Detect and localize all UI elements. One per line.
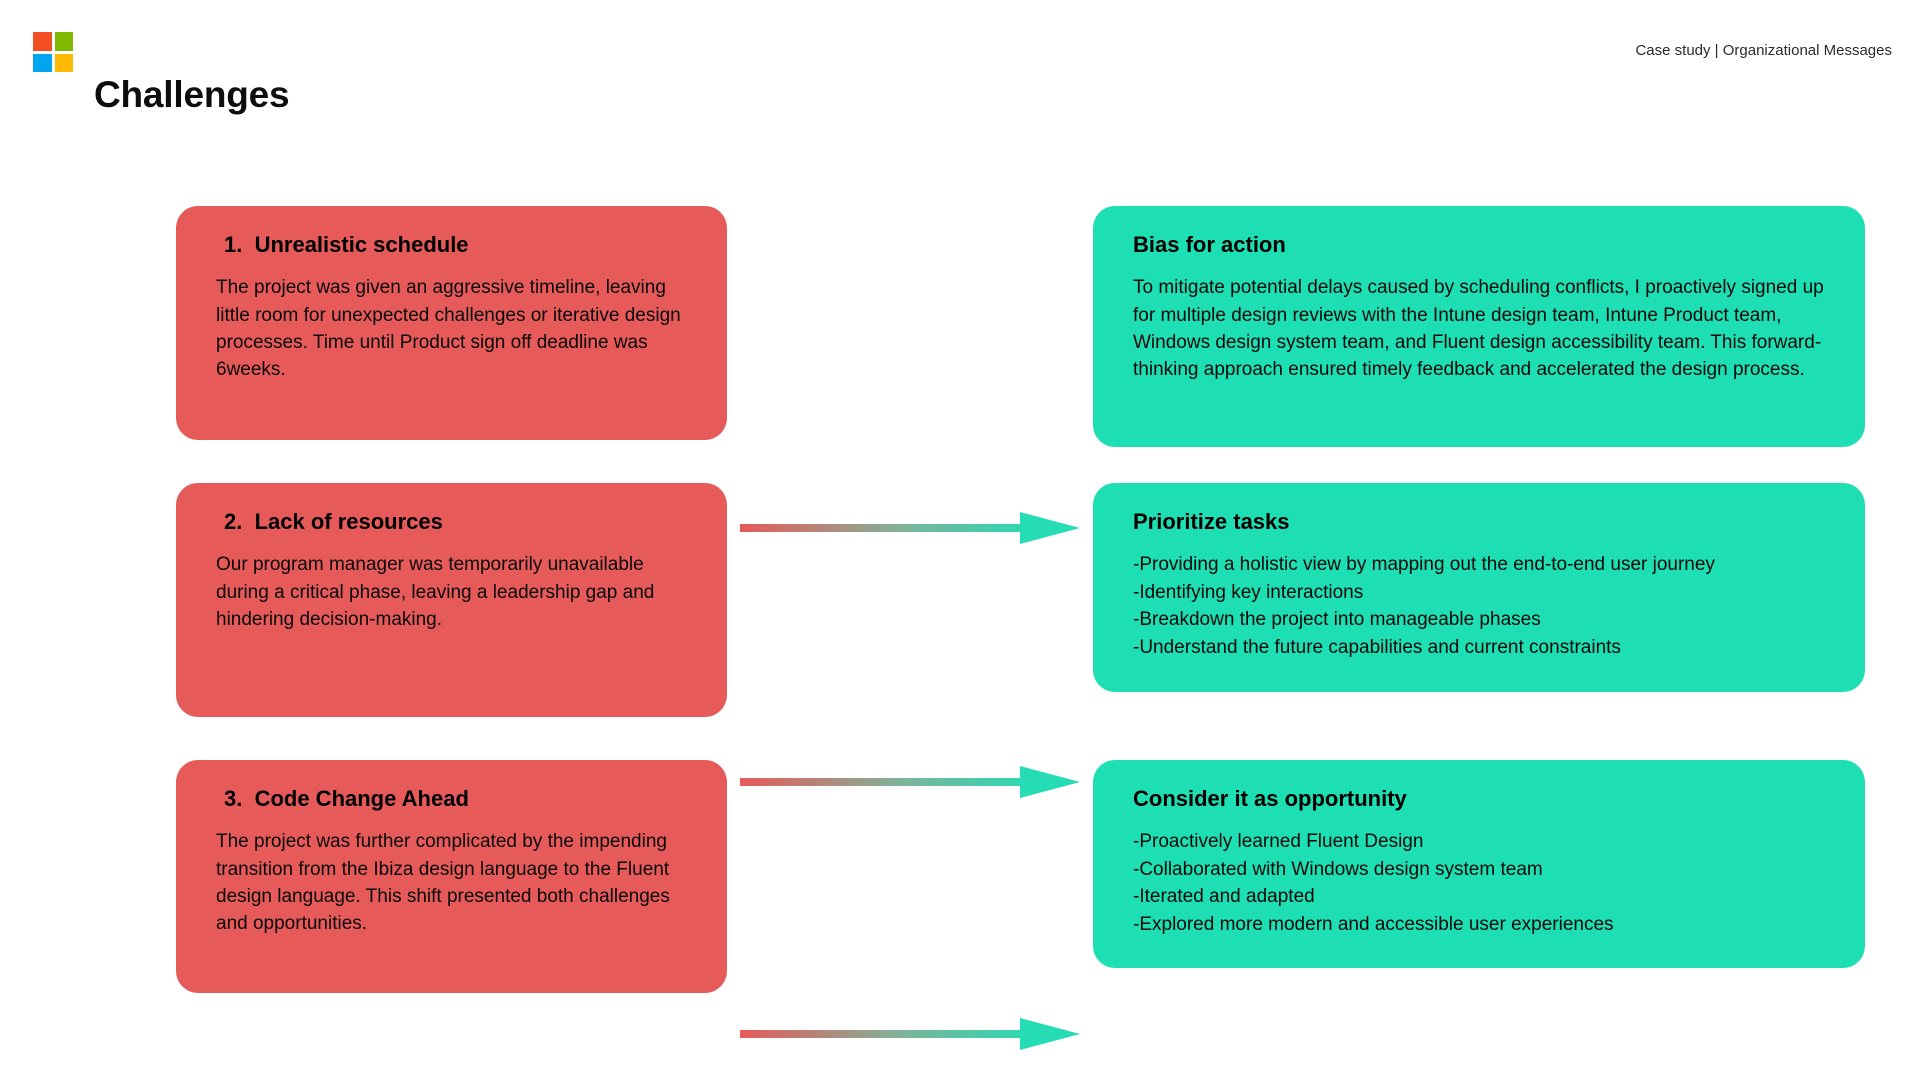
- problem-title-3: 3. Code Change Ahead: [224, 786, 469, 811]
- logo-square-red: [33, 32, 52, 51]
- list-item: -Breakdown the project into manageable p…: [1133, 609, 1541, 631]
- list-item: -Collaborated with Windows design system…: [1133, 858, 1543, 880]
- solution-body-1: To mitigate potential delays caused by s…: [1133, 274, 1829, 383]
- logo-square-blue: [33, 53, 52, 72]
- problem-body-text-2: Our program manager was temporarily unav…: [216, 554, 655, 630]
- list-item: -Identifying key interactions: [1133, 581, 1364, 603]
- logo-square-green: [54, 32, 73, 51]
- list-item: -Explored more modern and accessible use…: [1133, 914, 1614, 936]
- solution-body-text-1: To mitigate potential delays caused by s…: [1133, 277, 1824, 380]
- problem-body-2: Our program manager was temporarily unav…: [216, 551, 691, 632]
- solution-bullets-2: -Providing a holistic view by mapping ou…: [1133, 551, 1829, 661]
- problem-body-1: The project was given an aggressive time…: [216, 274, 691, 383]
- problem-card-3[interactable]: 3. Code Change Ahead The project was fur…: [176, 760, 727, 993]
- page-title: Challenges: [94, 74, 290, 115]
- problem-body-text-1: The project was given an aggressive time…: [216, 277, 681, 380]
- solution-card-1[interactable]: Bias for action To mitigate potential de…: [1093, 206, 1865, 447]
- solution-title-1: Bias for action: [1133, 232, 1286, 257]
- solution-title-2: Prioritize tasks: [1133, 509, 1290, 534]
- logo-square-yellow: [54, 53, 73, 72]
- list-item: -Providing a holistic view by mapping ou…: [1133, 554, 1715, 576]
- arrow-right-2: [740, 761, 1080, 803]
- solution-title-3: Consider it as opportunity: [1133, 786, 1407, 811]
- list-item: -Proactively learned Fluent Design: [1133, 831, 1424, 853]
- solution-card-3[interactable]: Consider it as opportunity -Proactively …: [1093, 760, 1865, 968]
- problem-card-2[interactable]: 2. Lack of resources Our program manager…: [176, 483, 727, 717]
- problem-title-2: 2. Lack of resources: [224, 509, 443, 534]
- list-item: -Iterated and adapted: [1133, 886, 1315, 908]
- problem-body-text-3: The project was further complicated by t…: [216, 831, 670, 934]
- problem-card-1[interactable]: 1. Unrealistic schedule The project was …: [176, 206, 727, 440]
- arrow-right-3: [740, 1013, 1080, 1055]
- solution-card-2[interactable]: Prioritize tasks -Providing a holistic v…: [1093, 483, 1865, 692]
- problem-title-1: 1. Unrealistic schedule: [224, 232, 469, 257]
- problem-body-3: The project was further complicated by t…: [216, 828, 691, 937]
- microsoft-logo: [33, 32, 73, 72]
- solution-bullets-3: -Proactively learned Fluent Design -Coll…: [1133, 828, 1829, 938]
- case-study-label: Case study | Organizational Messages: [1635, 42, 1892, 59]
- list-item: -Understand the future capabilities and …: [1133, 637, 1621, 659]
- arrow-right-1: [740, 507, 1080, 549]
